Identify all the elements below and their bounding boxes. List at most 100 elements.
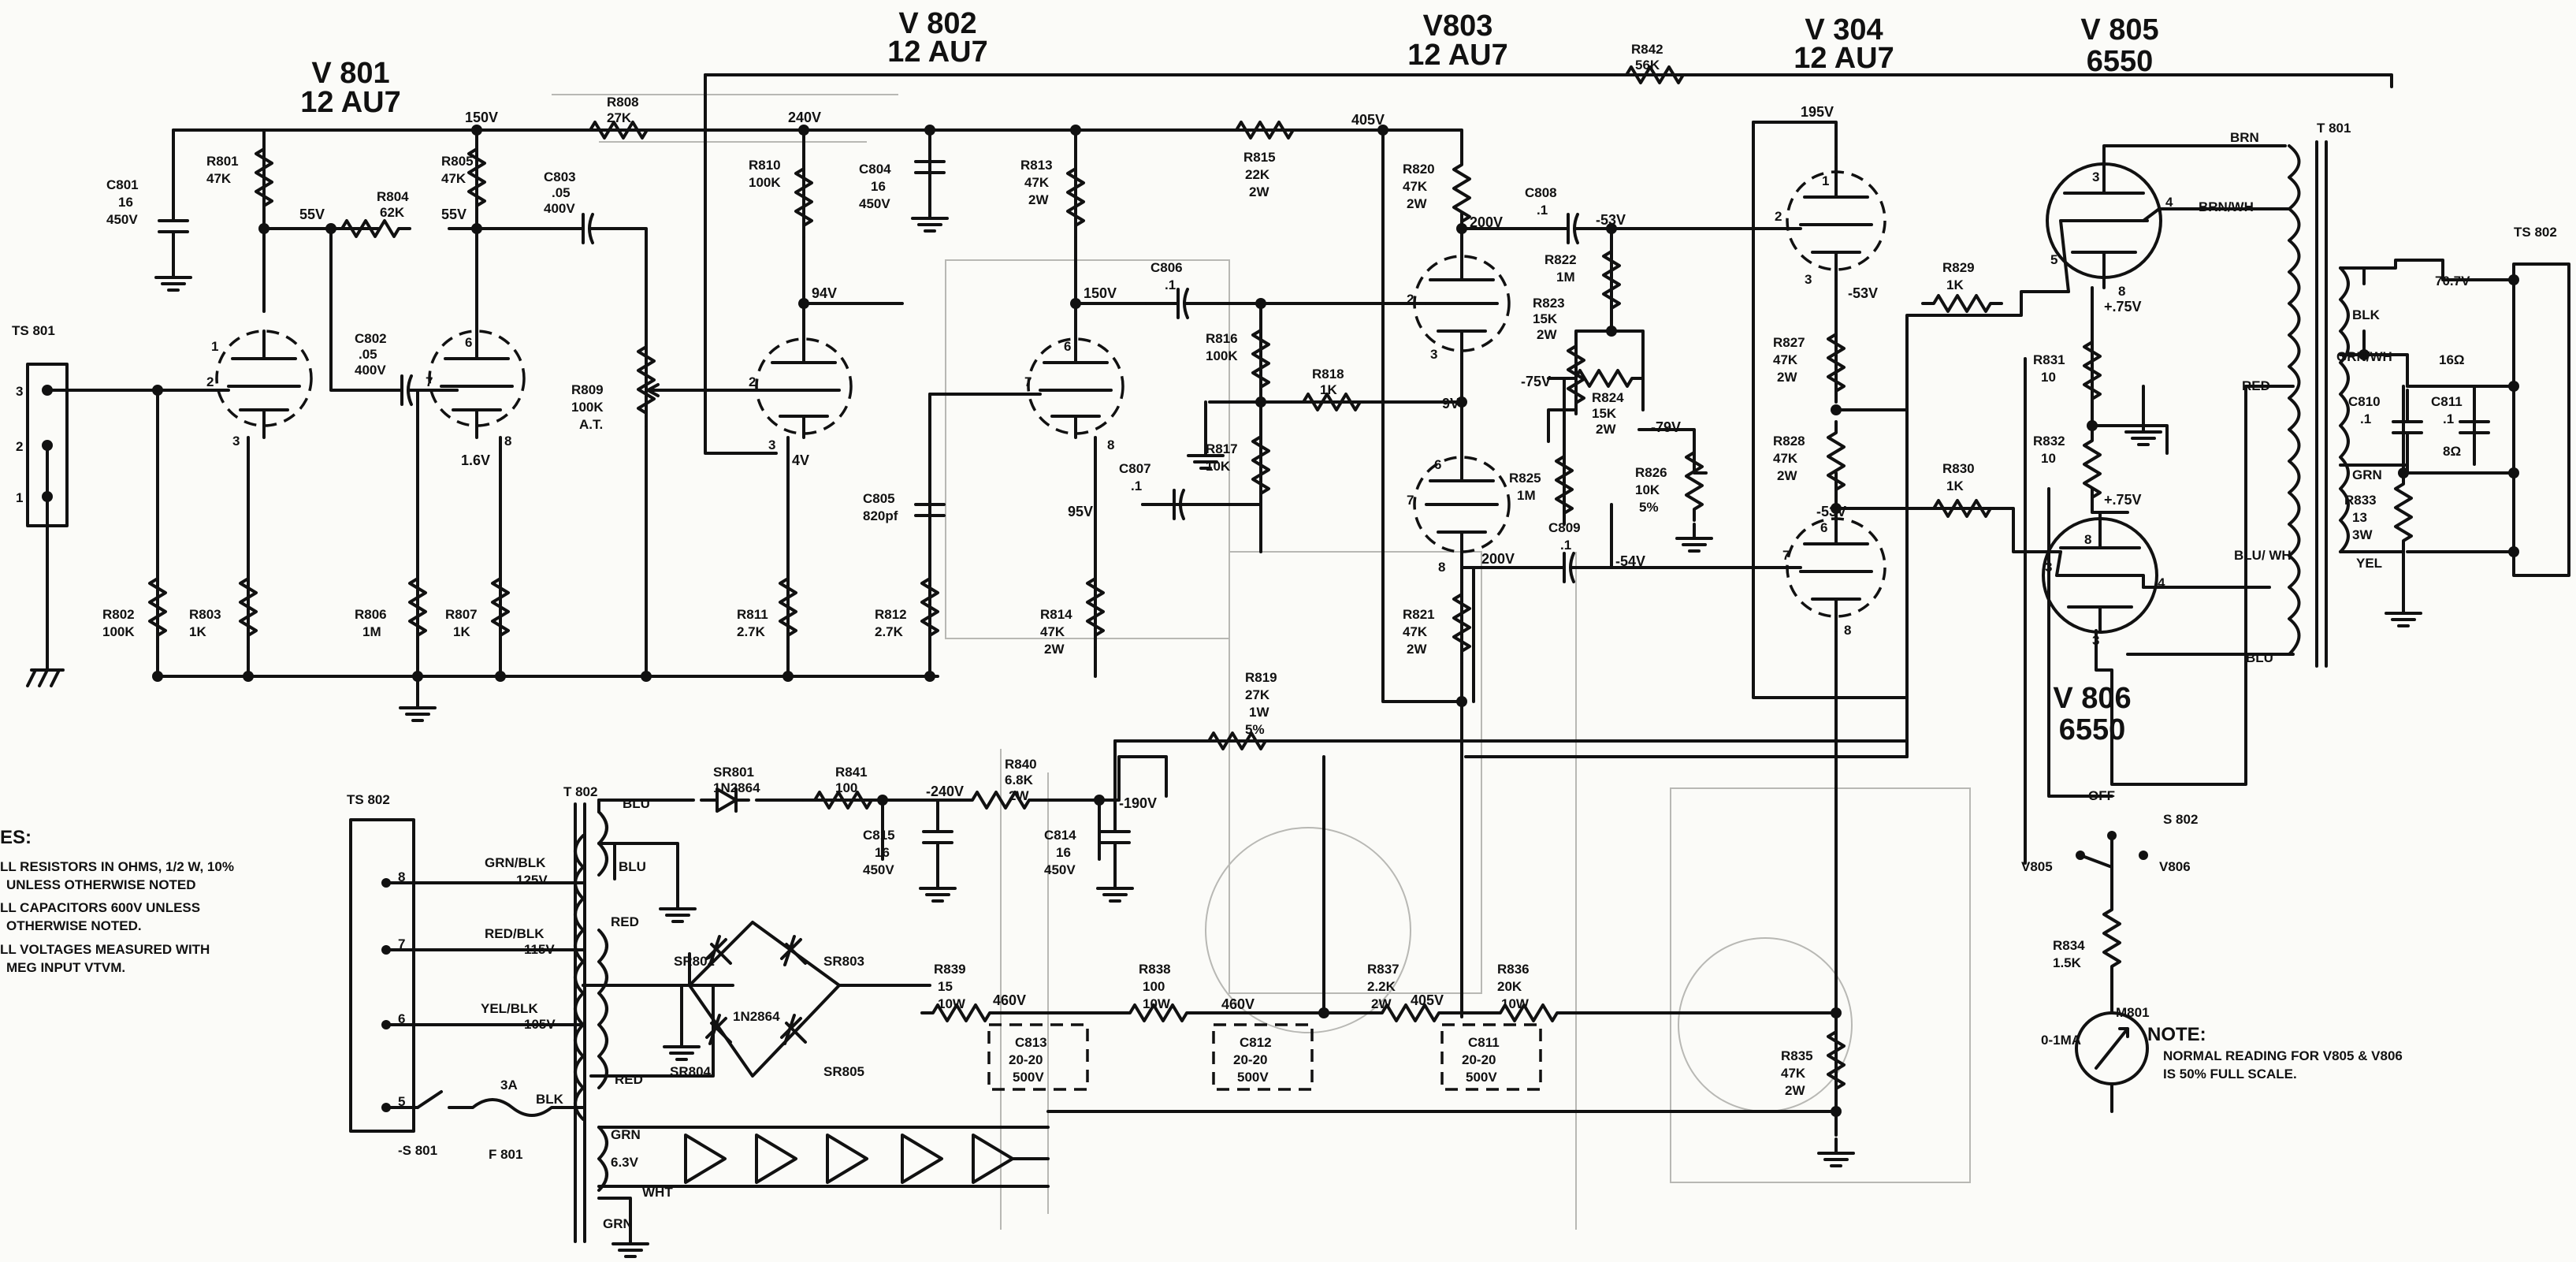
r838-ref: R838: [1139, 962, 1171, 977]
v801-name: V 801: [311, 57, 389, 90]
r839-watt: 10W: [938, 996, 966, 1011]
voltage-labels: 150V 240V 405V 195V 55V 55V 1.6V 94V 4V …: [299, 104, 2142, 1012]
t802-sec-grn1: GRN: [611, 1127, 641, 1142]
r820-watt: 2W: [1407, 196, 1427, 211]
t802-105v: 105V: [524, 1017, 556, 1032]
filament-chain: [684, 1134, 1050, 1184]
v-1-6: 1.6V: [461, 452, 490, 468]
c811-value: .1: [2443, 411, 2454, 426]
r817-ref: R817: [1206, 441, 1238, 456]
v801-type: 12 AU7: [300, 86, 400, 119]
v801-section-b: 678: [426, 310, 526, 449]
svg-text:8: 8: [2084, 532, 2091, 547]
notes-line-1: LL RESISTORS IN OHMS, 1/2 W, 10%: [0, 859, 234, 874]
r804-value: 62K: [380, 205, 405, 220]
v-240: 240V: [788, 110, 821, 125]
c807-ref: C807: [1119, 461, 1151, 476]
r821-value: 47K: [1403, 624, 1428, 639]
r831-ref: R831: [2033, 352, 2065, 367]
v-p75a: +.75V: [2104, 299, 2142, 315]
c810-ref: C810: [2348, 394, 2381, 409]
v802-section-a: 23: [739, 314, 853, 452]
s802-pos-v805: V805: [2021, 859, 2053, 874]
r841-ref: R841: [835, 765, 868, 780]
sr804-ref: SR804: [670, 1064, 712, 1079]
c803-ref: C803: [544, 169, 576, 184]
r814-watt: 2W: [1044, 642, 1065, 657]
c809-value: .1: [1560, 538, 1571, 553]
r812-value: 2.7K: [875, 624, 904, 639]
notes-line-2: UNLESS OTHERWISE NOTED: [6, 877, 196, 892]
r833-watt: 3W: [2352, 527, 2373, 542]
t802-sec-red2: RED: [615, 1072, 643, 1087]
ts801-pin-1: 1: [16, 490, 23, 505]
v-405b: 405V: [1411, 992, 1444, 1008]
r819-watt: 1W: [1249, 705, 1269, 720]
r825-value: 1M: [1517, 488, 1536, 503]
r840-watt: 2W: [1009, 788, 1029, 803]
svg-text:7: 7: [426, 374, 433, 389]
r803-ref: R803: [189, 607, 221, 622]
r801-ref: R801: [206, 154, 239, 169]
v-m53c: -53V: [1816, 504, 1846, 519]
v-m240: -240V: [926, 784, 964, 799]
r827-ref: R827: [1773, 335, 1805, 350]
r836-ref: R836: [1497, 962, 1530, 977]
r810-value: 100K: [749, 175, 781, 190]
svg-text:6: 6: [1820, 520, 1827, 535]
sr801-ref: SR801: [713, 765, 754, 780]
c801-value: 16: [118, 195, 133, 210]
s802-off: OFF: [2088, 788, 2115, 803]
t802-pin-6: 6: [398, 1011, 405, 1026]
r807-ref: R807: [445, 607, 478, 622]
c811b-ref: C811: [1468, 1035, 1500, 1050]
r813-ref: R813: [1020, 158, 1053, 173]
ground-symbols: [399, 385, 2422, 1258]
r826-value: 10K: [1635, 482, 1660, 497]
r842-value: 56K: [1635, 58, 1660, 73]
c813-ref: C813: [1015, 1035, 1047, 1050]
c813-volt: 500V: [1013, 1070, 1044, 1085]
svg-text:2: 2: [1407, 292, 1414, 307]
r806-value: 1M: [362, 624, 381, 639]
c805-ref: C805: [863, 491, 895, 506]
v-150: 150V: [465, 110, 498, 125]
t801-tap-bluwh: BLU/ WH: [2234, 548, 2292, 563]
v-200a: 200V: [1470, 214, 1503, 230]
f801-label: F 801: [489, 1147, 522, 1162]
r827-value: 47K: [1773, 352, 1798, 367]
r825-ref: R825: [1509, 471, 1541, 486]
r828-ref: R828: [1773, 434, 1805, 449]
out-tap-8ohm: 8Ω: [2443, 444, 2461, 459]
svg-text:6: 6: [465, 335, 472, 350]
r815-value: 22K: [1245, 167, 1270, 182]
v802-type: 12 AU7: [887, 35, 987, 69]
svg-text:8: 8: [2118, 284, 2125, 299]
ts803-label: TS 802: [347, 792, 390, 807]
r805-value: 47K: [441, 171, 467, 186]
r839-value: 15: [938, 979, 953, 994]
r823-watt: 2W: [1537, 327, 1557, 342]
out-tap-16ohm: 16Ω: [2439, 352, 2465, 367]
ts801-pin-2: 2: [16, 439, 23, 454]
r811-ref: R811: [737, 607, 768, 622]
t802-grnblk: GRN/BLK: [485, 855, 546, 870]
ts802-output-terminal-strip: TS 802 BLK 70.7V GRN/WH 16Ω GRN 8Ω YEL: [2336, 225, 2570, 577]
r834-ref: R834: [2053, 938, 2085, 953]
v-405: 405V: [1351, 112, 1385, 128]
t802-yelblk: YEL/BLK: [481, 1001, 538, 1016]
c814-value: 16: [1056, 845, 1071, 860]
svg-text:2: 2: [1775, 209, 1782, 224]
c804-value: 16: [871, 179, 886, 194]
v-9: 9V: [1442, 396, 1459, 411]
r813-watt: 2W: [1028, 192, 1049, 207]
v-4: 4V: [792, 452, 809, 468]
v-p75b: +.75V: [2104, 492, 2142, 508]
r808-ref: R808: [607, 95, 639, 110]
r809-value: 100K: [571, 400, 604, 415]
r819-tol: 5%: [1245, 722, 1265, 737]
r820-ref: R820: [1403, 162, 1435, 177]
r837-watt: 2W: [1371, 996, 1392, 1011]
c812-ref: C812: [1240, 1035, 1272, 1050]
